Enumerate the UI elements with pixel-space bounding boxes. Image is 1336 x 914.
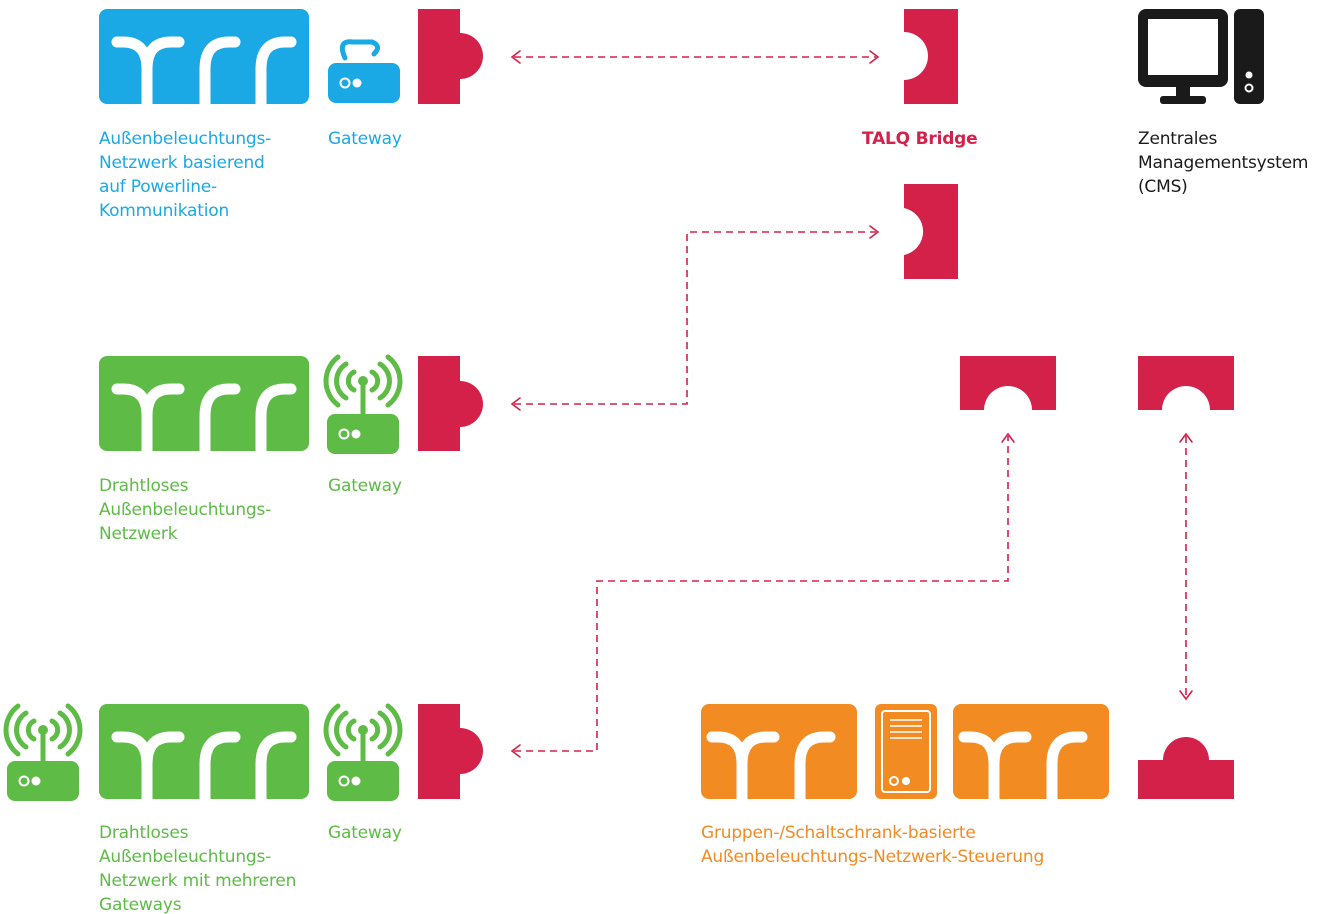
label-line: Netzwerk mit mehreren — [99, 871, 297, 891]
talq-bridge-label: TALQ Bridge — [862, 129, 978, 149]
label-line: Kommunikation — [99, 201, 230, 221]
cabinet-control-label: Gruppen-/Schaltschrank-basierte Außenbel… — [701, 821, 1044, 869]
arrowhead — [510, 397, 521, 411]
multi-gateway-lights-icon — [99, 704, 309, 799]
talq-plug-icon-4 — [1138, 737, 1234, 799]
label-line: Gruppen-/Schaltschrank-basierte — [701, 823, 976, 843]
plc-lights-icon — [99, 9, 309, 104]
talq-socket-icon-2 — [904, 184, 958, 279]
label-line: (CMS) — [1138, 177, 1188, 197]
multi-gateway-router-icon — [323, 703, 403, 802]
label-line: auf Powerline- — [99, 177, 217, 197]
label-line: Außenbeleuchtungs- — [99, 847, 272, 867]
arrowhead — [1179, 432, 1193, 443]
connection-multi-gateway-to-cms — [514, 436, 1009, 752]
talq-plug-icon-2 — [418, 356, 483, 451]
talq-plug-icon-3 — [418, 704, 483, 799]
arrowhead — [1179, 690, 1193, 701]
label-line: Drahtloses — [99, 823, 189, 843]
label-line: Außenbeleuchtungs- — [99, 500, 272, 520]
connection-wireless-to-bridge — [514, 231, 876, 405]
arrowhead — [869, 225, 880, 239]
label-line: Außenbeleuchtungs-Netzwerk-Steuerung — [701, 847, 1045, 867]
label-line: Zentrales — [1138, 129, 1218, 149]
plc-gateway-router-icon — [327, 39, 401, 104]
arrowhead — [1001, 432, 1015, 443]
cabinet-lights-icon-right — [953, 704, 1109, 805]
label-line: Netzwerk basierend — [99, 153, 265, 173]
label-line: Gateways — [99, 895, 182, 914]
control-cabinet-server-icon — [875, 704, 937, 799]
cabinet-lights-icon-left — [701, 704, 857, 805]
wireless-lights-icon — [99, 356, 309, 451]
talq-plug-icon-1 — [418, 9, 483, 104]
label-line: Außenbeleuchtungs- — [99, 129, 272, 149]
label-line: Drahtloses — [99, 476, 189, 496]
arrowhead — [510, 50, 521, 64]
remote-wireless-router-icon — [3, 703, 83, 802]
plc-network-label: Außenbeleuchtungs- Netzwerk basierend au… — [99, 127, 271, 223]
cms-label: Zentrales Managementsystem (CMS) — [1138, 127, 1308, 199]
gateway-label-2: Gateway — [328, 476, 402, 496]
label-line: Managementsystem — [1138, 153, 1309, 173]
talq-socket-icon-3 — [960, 356, 1056, 410]
wireless-network-label: Drahtloses Außenbeleuchtungs- Netzwerk — [99, 474, 271, 546]
gateway-label-3: Gateway — [328, 823, 402, 843]
wireless-gateway-router-icon — [323, 354, 403, 455]
label-line: Netzwerk — [99, 524, 178, 544]
talq-socket-icon-4 — [1138, 356, 1234, 410]
arrowhead — [510, 744, 521, 758]
talq-socket-icon-1 — [904, 9, 958, 104]
wireless-multi-gateway-label: Drahtloses Außenbeleuchtungs- Netzwerk m… — [99, 821, 296, 914]
gateway-label-1: Gateway — [328, 129, 402, 149]
cms-computer-icon — [1138, 9, 1264, 104]
arrowhead — [869, 50, 880, 64]
